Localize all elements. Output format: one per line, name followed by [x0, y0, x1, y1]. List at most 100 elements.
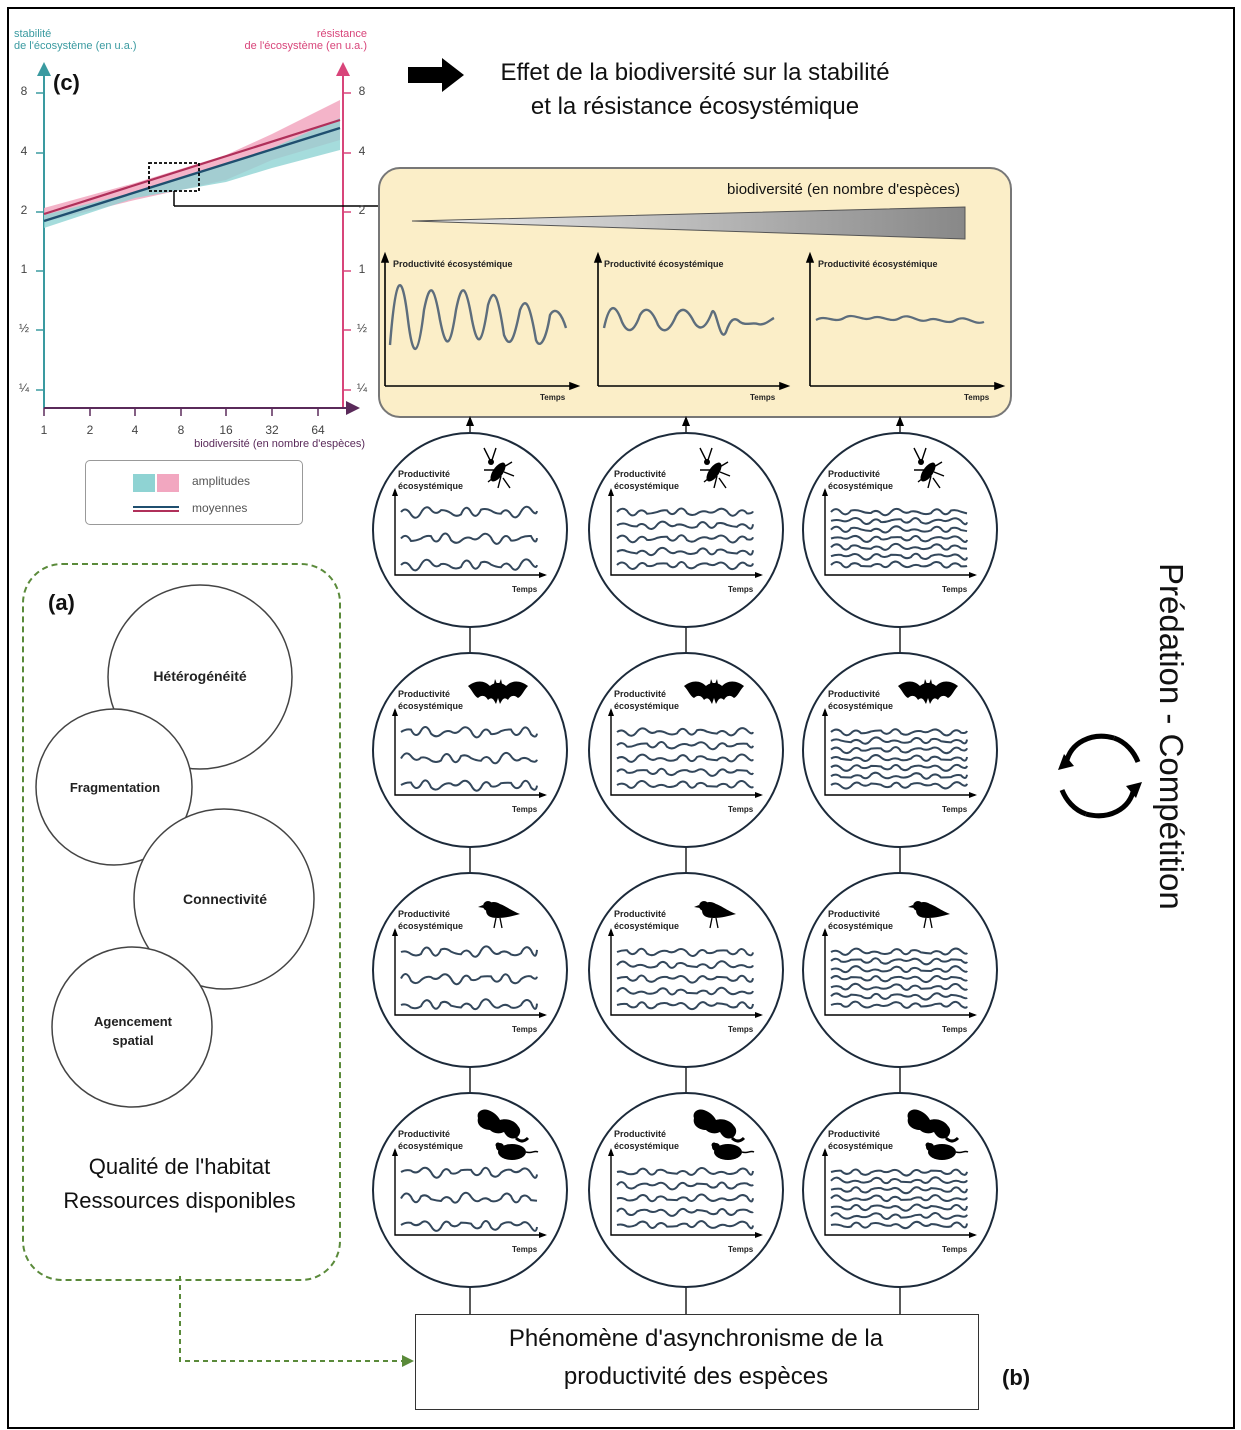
connector-arrowhead: [896, 416, 904, 426]
agencement-circle: [51, 946, 213, 1108]
outer-frame: [7, 7, 1235, 1429]
species-circle-label-line1: Productivité: [828, 469, 881, 479]
mini-chart-series-line: [616, 546, 754, 557]
left-y-axis-arrow: [37, 62, 51, 76]
agencement-label: Agencement spatial: [93, 1014, 173, 1048]
species-circle-label-line2: écosystémique: [614, 1141, 680, 1151]
legend-line-resistance: [133, 510, 179, 512]
species-circle-label-line1: Productivité: [828, 689, 881, 699]
species-circle-label-line2: écosystémique: [398, 701, 464, 711]
mini-chart-series-line: [616, 753, 754, 763]
mini-chart-series-line: [616, 1193, 754, 1203]
mini-chart-series-line: [400, 726, 538, 739]
mini-chart-x-arrow: [755, 1232, 763, 1238]
box-chart-1: [380, 251, 581, 391]
species-circle-outline: [588, 652, 784, 848]
species-circle-temps: Temps: [728, 805, 754, 814]
species-circle-r3-c3: [802, 872, 998, 1068]
species-circle-r4-c1: [372, 1092, 568, 1288]
right-tick-4: 4: [358, 144, 366, 158]
right-tick-2: 2: [358, 203, 366, 217]
mini-chart-series-line: [400, 751, 538, 765]
species-circle-label: Productivité écosystémique: [398, 688, 463, 712]
mini-chart-series-line: [830, 1186, 968, 1195]
mini-chart-series-line: [616, 1001, 754, 1011]
species-circle-label-line1: Productivité: [614, 909, 667, 919]
species-circle-outline: [802, 432, 998, 628]
species-circle-label-line2: écosystémique: [398, 481, 464, 491]
species-circle-temps: Temps: [512, 585, 538, 594]
species-circle-temps: Temps: [942, 1025, 968, 1034]
mini-chart-y-arrow: [608, 1148, 614, 1156]
mini-chart-series-line: [616, 727, 754, 737]
mini-chart-series-line: [830, 560, 968, 569]
mini-chart-axes: [824, 930, 975, 1016]
box-chart-3-curve: [815, 314, 985, 324]
mini-chart-series-line: [830, 534, 968, 544]
species-circle-label-line1: Productivité: [614, 1129, 667, 1139]
mini-chart-series-line: [616, 779, 754, 789]
box-chart-1-label: Productivité écosystémique: [393, 259, 513, 269]
connector-arrowhead: [682, 416, 690, 426]
mini-chart-series-line: [616, 520, 754, 530]
title-arrow-icon: [408, 58, 464, 92]
species-circle-r1-c1: [372, 432, 568, 628]
mini-chart-y-arrow: [822, 1148, 828, 1156]
mini-chart-axes: [394, 490, 545, 576]
legend-moyennes-label: moyennes: [192, 501, 248, 515]
species-circle-label-line2: écosystémique: [828, 701, 894, 711]
species-circle-outline: [588, 872, 784, 1068]
habitat-footer: Qualité de l'habitat Ressources disponib…: [22, 1150, 337, 1218]
resistance-mean-line: [43, 118, 341, 216]
box-chart-1-curve: [388, 284, 568, 350]
mini-chart-series-line: [616, 947, 754, 957]
mini-chart-series-line: [830, 771, 968, 780]
connector-arrowhead: [466, 416, 474, 426]
mini-chart-series-line: [830, 1168, 968, 1177]
species-circle-outline: [372, 872, 568, 1068]
species-circle-label: Productivité écosystémique: [828, 688, 893, 712]
species-circle-label-line2: écosystémique: [398, 921, 464, 931]
mini-chart-series-line: [400, 945, 538, 958]
mini-chart-y-arrow: [392, 708, 398, 716]
mini-chart-series-line: [830, 957, 968, 966]
mini-chart-axes: [824, 490, 975, 576]
mini-chart-y-arrow: [822, 488, 828, 496]
mini-chart-series-line: [830, 1194, 968, 1203]
mini-chart-series-line: [616, 561, 754, 571]
right-axis-title-line1: résistance: [316, 28, 367, 40]
fragmentation-circle: [35, 708, 193, 866]
habitat-footer-line1: Qualité de l'habitat: [88, 1154, 271, 1179]
species-circle-label-line1: Productivité: [614, 689, 667, 699]
species-circle-outline: [372, 652, 568, 848]
habitat-footer-line2: Ressources disponibles: [63, 1188, 296, 1213]
habitat-circles: [35, 584, 315, 1108]
mini-chart-axes: [610, 710, 761, 796]
mini-chart-x-arrow: [969, 792, 977, 798]
mini-chart-x-arrow: [755, 792, 763, 798]
left-axis-title-line1: stabilité: [14, 28, 52, 40]
mini-chart-series-line: [400, 998, 538, 1011]
asynchrony-text: Phénomène d'asynchronisme de la producti…: [415, 1320, 977, 1396]
species-circle-temps: Temps: [942, 805, 968, 814]
species-circle-label-line2: écosystémique: [614, 921, 680, 931]
x-tick-2: 2: [86, 423, 94, 437]
habitat-to-asynchrony-arrow: [179, 1276, 414, 1367]
mini-chart-axes: [824, 1150, 975, 1236]
species-circle-r1-c2: [588, 432, 784, 628]
mini-chart-series-line: [830, 754, 968, 762]
species-circle-label: Productivité écosystémique: [614, 908, 679, 932]
mini-chart-series-line: [830, 781, 968, 790]
mini-chart-axes: [394, 930, 545, 1016]
mini-chart-axes: [394, 1150, 545, 1236]
mini-chart-axes: [394, 710, 545, 796]
biodiversity-gradient-wedge: [411, 206, 966, 240]
stability-chart: [36, 62, 380, 416]
mini-chart-series-line: [616, 767, 754, 777]
mini-chart-series-line: [616, 986, 754, 996]
species-circle-label-line1: Productivité: [398, 689, 451, 699]
cycle-icon: [1058, 733, 1142, 819]
